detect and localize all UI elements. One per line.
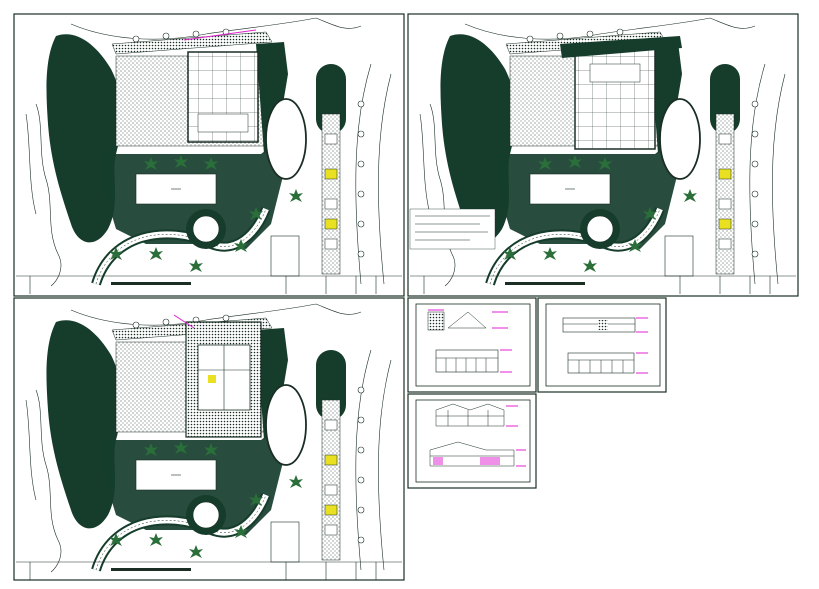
site-plan-sheet-1 — [14, 14, 404, 296]
elevation-sheet-2 — [537, 297, 667, 393]
site-plan-sheet-3 — [14, 297, 404, 580]
dimension-line — [173, 314, 195, 329]
roof-band — [560, 36, 682, 58]
notes-block — [409, 208, 496, 250]
site-plan-sheet-2 — [408, 14, 798, 296]
dimension-line — [183, 29, 257, 41]
elevation-sheet-1 — [407, 297, 537, 393]
elevation-sheet-3 — [407, 393, 537, 489]
